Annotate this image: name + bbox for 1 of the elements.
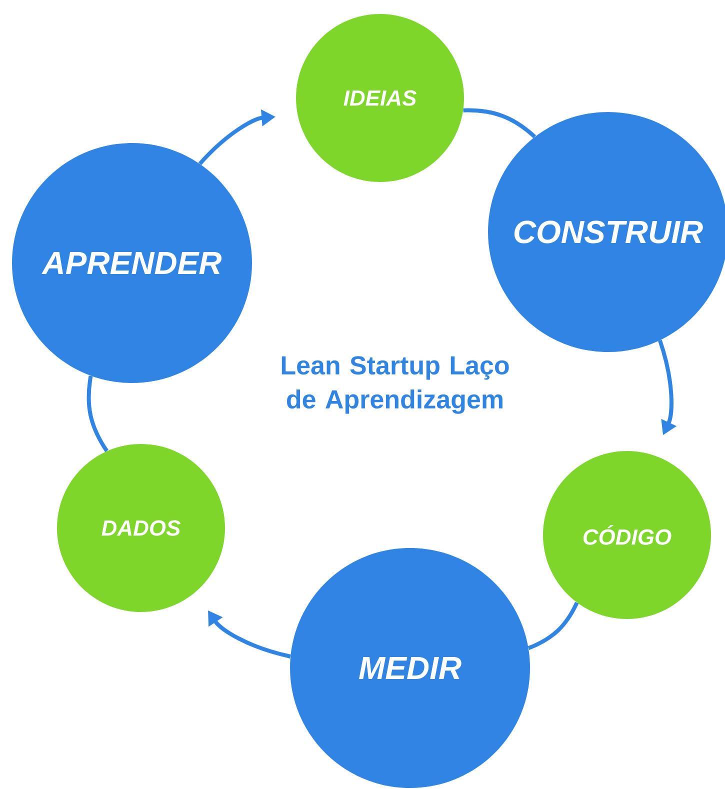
cycle-title: Lean Startup Laço de Aprendizagem [282,356,509,414]
